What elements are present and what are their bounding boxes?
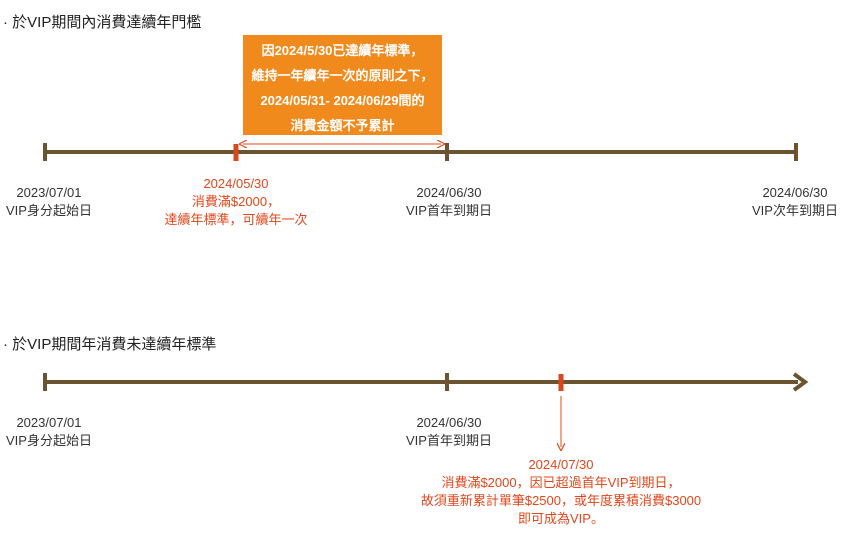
s1-renewal-line: 達續年標準，可續年一次: [164, 212, 308, 227]
timeline-2-arrowhead: [792, 372, 809, 392]
s2-start-text: VIP身分起始日: [6, 433, 92, 448]
section-1-heading: · 於VIP期間內消費達續年門檻: [3, 14, 202, 31]
s1-start-date: 2023/07/01: [16, 185, 82, 200]
s1-first-year-end-date: 2024/06/30: [416, 185, 482, 200]
s1-second-year-end-date: 2024/06/30: [762, 185, 828, 200]
s1-start-label: 2023/07/01 VIP身分起始日: [0, 184, 101, 220]
callout-line: 消費金額不予累計: [290, 118, 395, 133]
s2-first-year-end-text: VIP首年到期日: [406, 433, 492, 448]
callout-line: 2024/05/31- 2024/06/29間的: [260, 93, 425, 108]
s2-late-purchase-line: 即可成為VIP。: [518, 511, 604, 526]
s2-start-label: 2023/07/01 VIP身分起始日: [0, 414, 101, 450]
s1-second-year-end-label: 2024/06/30 VIP次年到期日: [743, 184, 846, 220]
s2-first-year-end-date: 2024/06/30: [416, 415, 482, 430]
s2-late-purchase-line: 故須重新累計單筆$2500，或年度累積消費$3000: [420, 493, 702, 508]
callout-box: 因2024/5/30已達續年標準， 維持一年續年一次的原則之下， 2024/05…: [243, 35, 442, 135]
callout-line: 因2024/5/30已達續年標準，: [261, 43, 424, 58]
s2-late-purchase-label: 2024/07/30 消費滿$2000，因已超過首年VIP到期日， 故須重新累計…: [390, 456, 732, 528]
s2-late-purchase-line: 消費滿$2000，因已超過首年VIP到期日，: [441, 475, 681, 490]
s1-first-year-end-text: VIP首年到期日: [406, 203, 492, 218]
s1-renewal-label: 2024/05/30 消費滿$2000， 達續年標準，可續年一次: [136, 175, 336, 229]
s2-start-date: 2023/07/01: [16, 415, 82, 430]
s1-first-year-end-label: 2024/06/30 VIP首年到期日: [397, 184, 501, 220]
s2-first-year-end-label: 2024/06/30 VIP首年到期日: [397, 414, 501, 450]
callout-line: 維持一年續年一次的原則之下，: [251, 68, 434, 83]
section-2-heading: · 於VIP期間年消費未達續年標準: [3, 336, 217, 353]
s1-start-text: VIP身分起始日: [6, 203, 92, 218]
s2-late-purchase-date: 2024/07/30: [528, 457, 594, 472]
s1-renewal-line: 消費滿$2000，: [191, 194, 281, 209]
s1-renewal-date: 2024/05/30: [203, 176, 269, 191]
s1-second-year-end-text: VIP次年到期日: [752, 203, 838, 218]
